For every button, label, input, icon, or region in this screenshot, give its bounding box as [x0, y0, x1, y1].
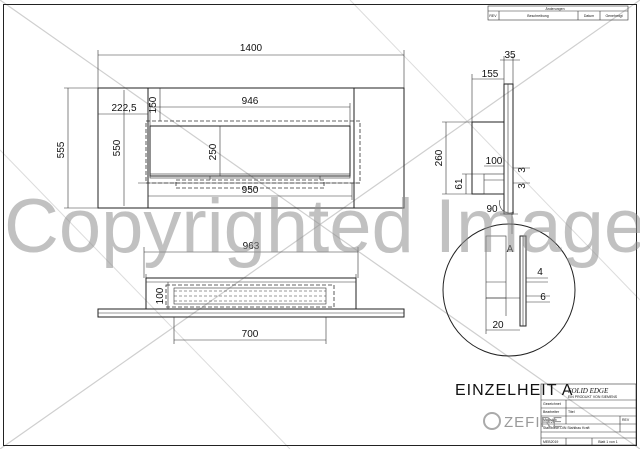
dim-top-offset: 150	[148, 96, 159, 113]
revision-col-rev: REV	[489, 14, 497, 18]
dim-side-depth: 100	[486, 156, 503, 167]
label-rev: REV	[622, 418, 630, 422]
dim-side-thickness: 35	[504, 50, 516, 61]
front-view: 1400 555 550 222,5 150 946 250 950	[56, 43, 405, 209]
dim-left-offset: 222,5	[111, 103, 136, 114]
revision-col-date: Datum	[584, 14, 594, 18]
dim-inner-height: 550	[112, 139, 123, 156]
dim-burner-width: 950	[242, 185, 259, 196]
label-blatt: Blatt 1 von 1	[598, 440, 618, 444]
watermark-brand-text: ZEFIRE	[504, 414, 563, 431]
dim-side-gap-a: 3	[517, 167, 528, 173]
detail-title: EINZELHEIT A	[455, 382, 573, 399]
revision-col-description: Beschreibung	[527, 14, 548, 18]
revision-table-title: Änderungen	[545, 7, 564, 11]
dim-burner-length: 700	[242, 329, 259, 340]
dim-detail-6: 6	[540, 292, 546, 303]
top-body	[145, 277, 357, 310]
dim-overall-height: 555	[56, 141, 67, 158]
brand-name: SOLID EDGE	[568, 387, 609, 395]
front-opening	[149, 125, 351, 177]
dim-side-bottom: 61	[454, 178, 465, 190]
drawing-frame	[3, 4, 637, 446]
label-bearbeiter: Bearbeiter	[543, 410, 560, 414]
dim-opening-height: 250	[208, 143, 219, 160]
dim-side-gap-b: 3	[517, 183, 528, 189]
dim-side-height: 260	[434, 149, 445, 166]
revision-table: Änderungen REV Beschreibung Datum Genehm…	[487, 5, 629, 21]
dim-side-angle: 90	[486, 204, 498, 215]
revision-col-approved: Genehmigt	[605, 14, 622, 18]
front-outer-frame	[97, 87, 405, 209]
detail-a: A 4 6 20	[442, 223, 576, 357]
title-block: SOLID EDGE EIN PRODUKT VON SIEMENS Gezei…	[540, 383, 637, 446]
dim-overall-width: 1400	[240, 43, 263, 54]
label-masstab: Maßstab	[543, 418, 557, 422]
dim-detail-20: 20	[492, 320, 504, 331]
zefire-logo-icon	[483, 412, 501, 430]
dim-detail-4: 4	[537, 267, 543, 278]
side-view: 35 155 260 100 61 3 3 90	[434, 50, 530, 234]
watermark-brand: ZEFIRE	[483, 412, 563, 431]
dim-side-offset: 155	[482, 69, 499, 80]
dim-top-width: 963	[243, 241, 260, 252]
brand-subtitle: EIN PRODUKT VON SIEMENS	[568, 395, 618, 399]
watermark-text: Copyrighted Image	[4, 184, 640, 269]
detail-label: A	[507, 244, 514, 255]
doc-number: MEB2019	[543, 440, 558, 444]
drawing-title: Stahlblech DIN Stahlbau Kraft	[543, 426, 590, 430]
dim-top-depth: 100	[155, 287, 166, 304]
label-titel: Titel	[568, 410, 575, 414]
detail-circle	[442, 223, 576, 357]
top-view: 963 100 700	[97, 241, 405, 344]
dim-opening-width: 946	[242, 96, 259, 107]
scale-value: 1:20	[548, 420, 555, 424]
label-gezeichnet: Gezeichnet	[543, 402, 561, 406]
front-burner-hidden	[175, 179, 325, 189]
front-opening-hidden	[145, 120, 361, 184]
